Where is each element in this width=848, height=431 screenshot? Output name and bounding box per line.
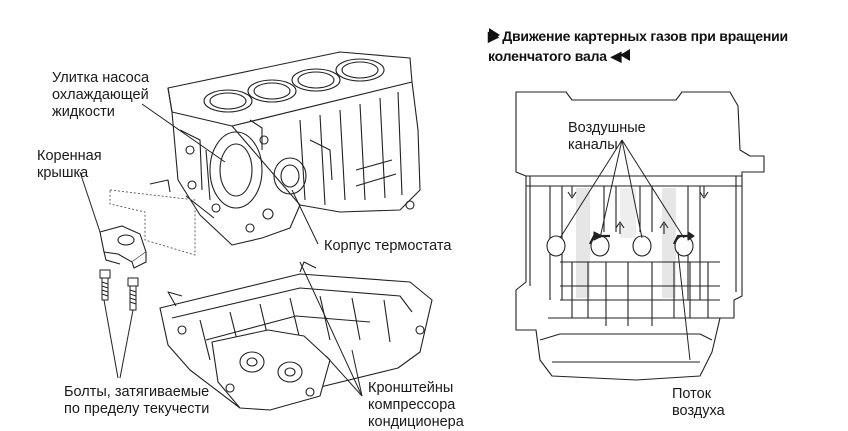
title-arrow-left-icon bbox=[620, 49, 630, 61]
crankcase-section-drawing bbox=[515, 91, 765, 381]
section-title: ▶ Движение картерных газов при вращении … bbox=[488, 28, 788, 64]
label-air-flow: Поток воздуха bbox=[672, 386, 725, 419]
label-thermostat-housing: Корпус термостата bbox=[324, 238, 452, 254]
label-air-channels: Воздушные каналы bbox=[568, 120, 646, 153]
label-main-cap: Коренная крышка bbox=[37, 148, 102, 181]
main-bearing-cap bbox=[99, 225, 147, 269]
label-yield-bolts: Болты, затягиваемые по пределу текучести bbox=[64, 384, 210, 417]
right-leader-lines bbox=[559, 139, 691, 361]
main-cap-dashed-guide bbox=[109, 189, 196, 256]
lower-crankcase-drawing bbox=[159, 261, 433, 411]
label-pump-volute: Улитка насоса охлаждающей жидкости bbox=[52, 70, 150, 120]
title-decor bbox=[489, 28, 630, 61]
engine-block-drawing bbox=[149, 51, 421, 246]
label-ac-brackets: Кронштейны компрессора кондиционера bbox=[368, 380, 464, 430]
yield-bolts bbox=[99, 269, 139, 311]
left-leader-lines bbox=[79, 103, 363, 397]
title-arrow-right-icon bbox=[489, 28, 500, 42]
